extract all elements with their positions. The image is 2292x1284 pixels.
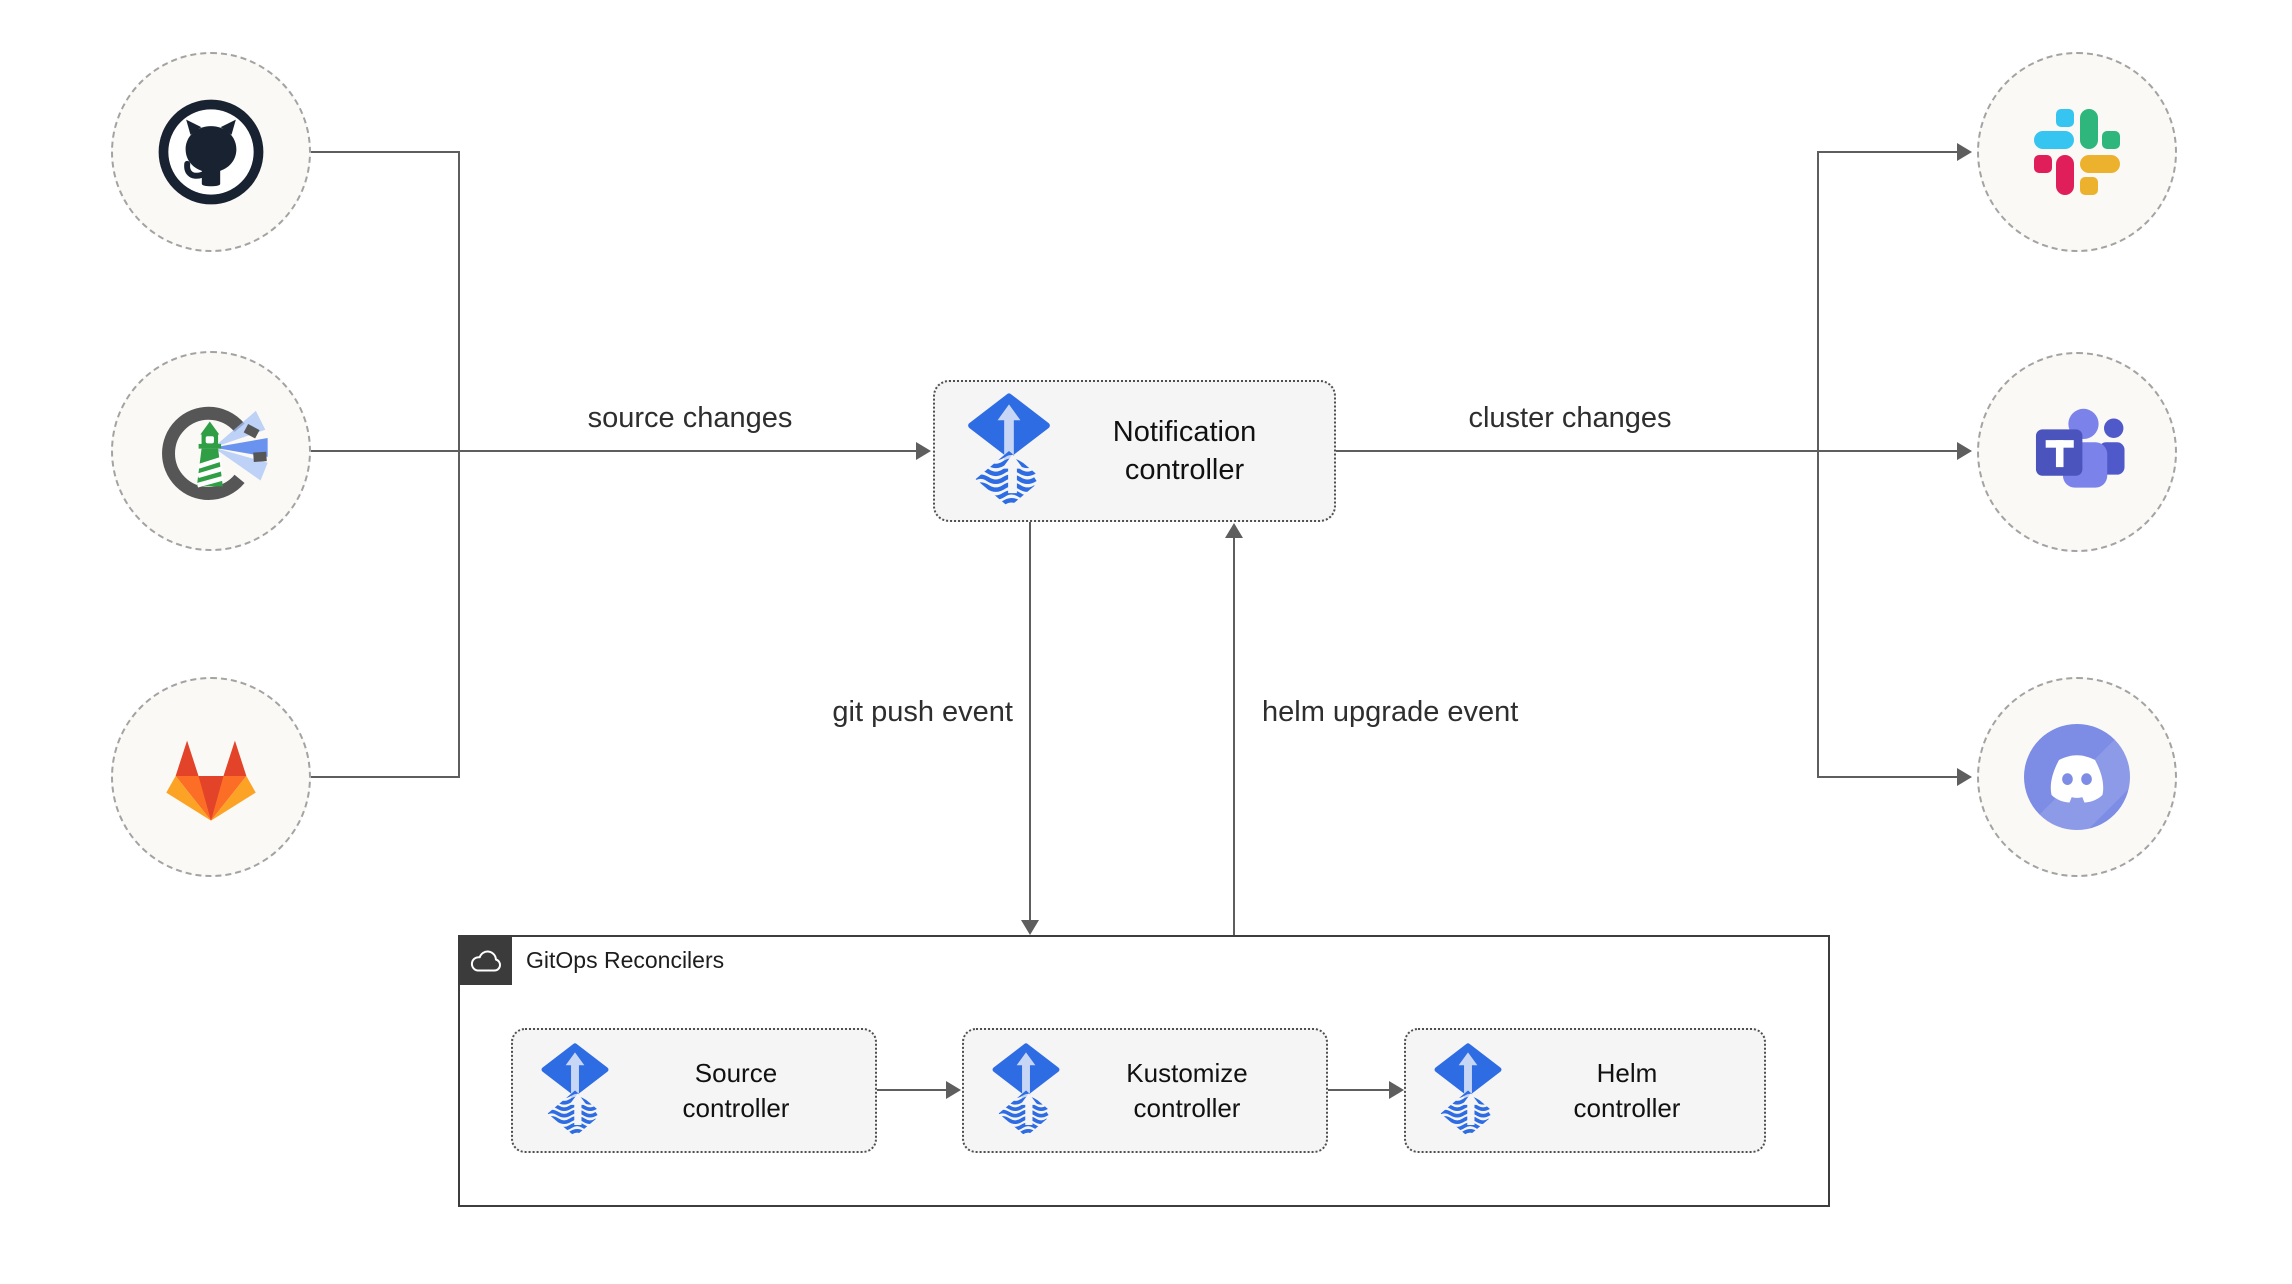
- connector-to-slack: [1818, 151, 1958, 153]
- node-title-line1: Helm: [1596, 1057, 1658, 1088]
- discord-icon: [2024, 724, 2130, 830]
- node-kustomize-controller: Kustomize controller: [962, 1028, 1328, 1153]
- gitlab-icon: [159, 729, 263, 825]
- flux-icon: [1432, 1043, 1504, 1138]
- connector-left-trunk: [458, 151, 460, 778]
- endpoint-gitlab: [111, 677, 311, 877]
- arrowhead-into-reconcilers: [1021, 920, 1039, 935]
- node-title: Source controller: [611, 1056, 861, 1126]
- node-notification-controller: Notification controller: [933, 380, 1336, 522]
- connector-github-trunk: [311, 151, 460, 153]
- node-title: Helm controller: [1504, 1056, 1750, 1126]
- node-title: Kustomize controller: [1062, 1056, 1312, 1126]
- connector-git-push: [1029, 522, 1031, 922]
- arrowhead-into-helm: [1389, 1081, 1404, 1099]
- connector-helm-upgrade: [1233, 538, 1235, 935]
- harbor-icon: [152, 392, 270, 510]
- connector-to-teams: [1818, 450, 1958, 452]
- slack-icon: [2027, 102, 2127, 202]
- endpoint-harbor: [111, 351, 311, 551]
- edge-label-helm-upgrade: helm upgrade event: [1262, 696, 1519, 728]
- node-source-controller: Source controller: [511, 1028, 877, 1153]
- arrowhead-into-slack: [1957, 143, 1972, 161]
- github-icon: [157, 98, 265, 206]
- connector-to-discord: [1818, 776, 1958, 778]
- node-title-line2: controller: [1124, 454, 1245, 486]
- arrowhead-into-teams: [1957, 442, 1972, 460]
- flux-icon: [965, 393, 1053, 509]
- connector-right-trunk: [1817, 151, 1819, 778]
- arrowhead-into-discord: [1957, 768, 1972, 786]
- connector-cluster-changes: [1336, 450, 1819, 452]
- arrowhead-into-notification-left: [916, 442, 931, 460]
- endpoint-discord: [1977, 677, 2177, 877]
- group-tab: [458, 935, 512, 985]
- flux-icon: [539, 1043, 611, 1138]
- connector-source-to-kustomize: [877, 1089, 947, 1091]
- edge-label-cluster-changes: cluster changes: [1468, 402, 1672, 434]
- connector-kustomize-to-helm: [1328, 1089, 1390, 1091]
- connector-source-changes: [311, 450, 917, 452]
- node-title-line1: Notification: [1112, 416, 1257, 448]
- flux-icon: [990, 1043, 1062, 1138]
- node-helm-controller: Helm controller: [1404, 1028, 1766, 1153]
- group-label: GitOps Reconcilers: [526, 947, 725, 973]
- node-title: Notification controller: [1053, 413, 1316, 489]
- endpoint-github: [111, 52, 311, 252]
- connector-gitlab-trunk: [311, 776, 460, 778]
- cloud-icon: [467, 947, 503, 973]
- node-title-line1: Kustomize: [1126, 1057, 1248, 1088]
- node-title-line2: controller: [682, 1092, 790, 1123]
- node-title-line2: controller: [1573, 1092, 1681, 1123]
- teams-icon: [2023, 398, 2131, 506]
- node-title-line1: Source: [694, 1057, 778, 1088]
- arrowhead-into-kustomize: [946, 1081, 961, 1099]
- endpoint-teams: [1977, 352, 2177, 552]
- arrowhead-into-notification-bottom: [1225, 523, 1243, 538]
- edge-label-git-push: git push event: [832, 696, 1013, 728]
- node-title-line2: controller: [1133, 1092, 1241, 1123]
- endpoint-slack: [1977, 52, 2177, 252]
- edge-label-source-changes: source changes: [587, 402, 793, 434]
